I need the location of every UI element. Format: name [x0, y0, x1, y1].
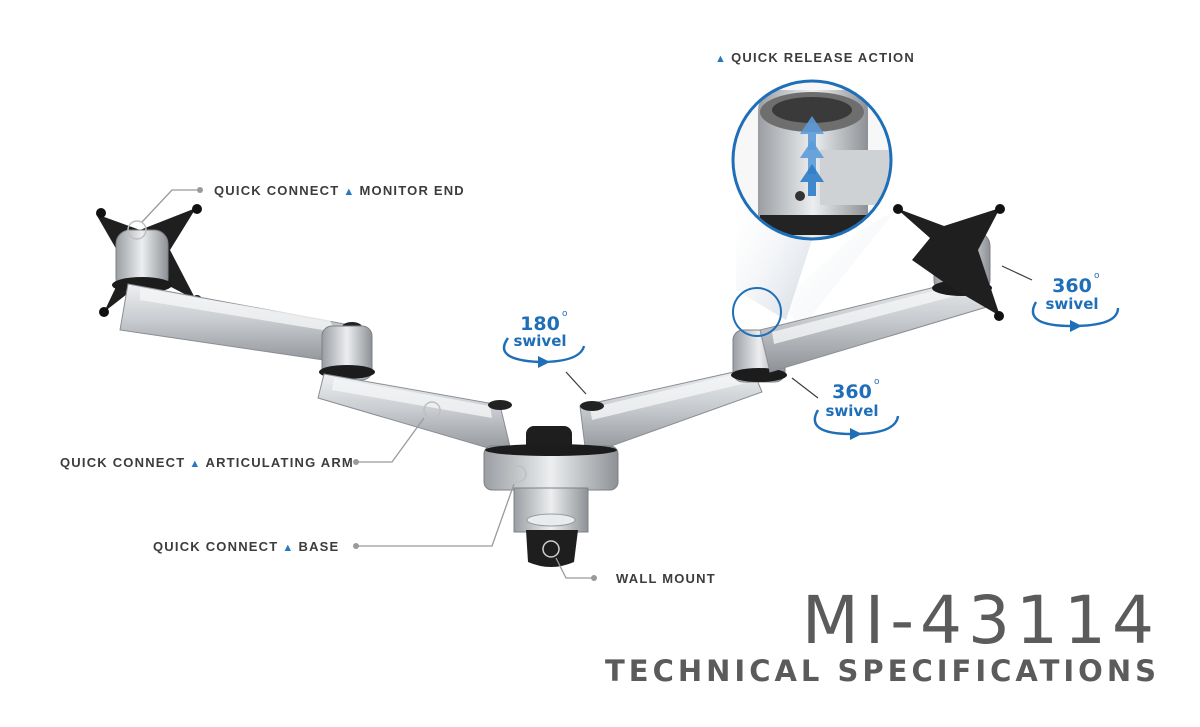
swivel-degrees-right-elbow: 360 [832, 381, 872, 403]
swivel-degrees-right-end: 360 [1052, 275, 1092, 297]
central-hub [483, 426, 619, 533]
swivel-badge-right-elbow: 360 o swivel [813, 377, 900, 440]
swivel-degrees-center: 180 [520, 313, 560, 335]
callout-arm-left: QUICK CONNECT [60, 455, 186, 470]
model-number: MI-43114 [801, 582, 1160, 659]
callout-markers [127, 187, 782, 581]
right-inner-arm [579, 367, 763, 456]
callout-lines [141, 189, 1033, 579]
callout-arm-right: ARTICULATING ARM [205, 455, 354, 470]
callout-quick-release-text: QUICK RELEASE ACTION [731, 50, 915, 65]
triangle-icon: ▲ [282, 542, 295, 554]
callout-base-right: BASE [298, 539, 340, 554]
swivel-word-center: swivel [513, 332, 566, 350]
svg-text:o: o [562, 309, 568, 319]
triangle-icon: ▲ [715, 53, 728, 65]
swivel-badge-right-end: 360 o swivel [1031, 271, 1120, 332]
left-elbow-joint [319, 325, 375, 381]
swivel-badge-center: 180 o swivel [502, 309, 586, 368]
callout-articulating-arm: QUICK CONNECT▲ARTICULATING ARM [60, 455, 354, 470]
spec-subtitle: TECHNICAL SPECIFICATIONS [605, 654, 1160, 688]
svg-text:o: o [1094, 271, 1100, 281]
left-tilt-head [112, 229, 172, 293]
wall-plate [526, 530, 578, 567]
callout-wall-mount-text: WALL MOUNT [616, 571, 716, 586]
swivel-word-right-end: swivel [1045, 295, 1098, 313]
callout-quick-release: ▲QUICK RELEASE ACTION [715, 50, 915, 65]
callout-base-left: QUICK CONNECT [153, 539, 279, 554]
callout-monitor-end-left: QUICK CONNECT [214, 183, 340, 198]
callout-base: QUICK CONNECT▲BASE [153, 539, 339, 554]
left-inner-arm [317, 373, 513, 456]
triangle-icon: ▲ [189, 458, 202, 470]
quick-release-inset [731, 79, 896, 330]
svg-text:o: o [874, 377, 880, 387]
callout-monitor-end-right: MONITOR END [359, 183, 465, 198]
triangle-icon: ▲ [343, 186, 356, 198]
right-vesa-plate [893, 204, 1005, 321]
callout-monitor-end: QUICK CONNECT▲MONITOR END [214, 183, 465, 198]
swivel-word-right-elbow: swivel [825, 402, 878, 420]
callout-wall-mount: WALL MOUNT [616, 571, 716, 586]
